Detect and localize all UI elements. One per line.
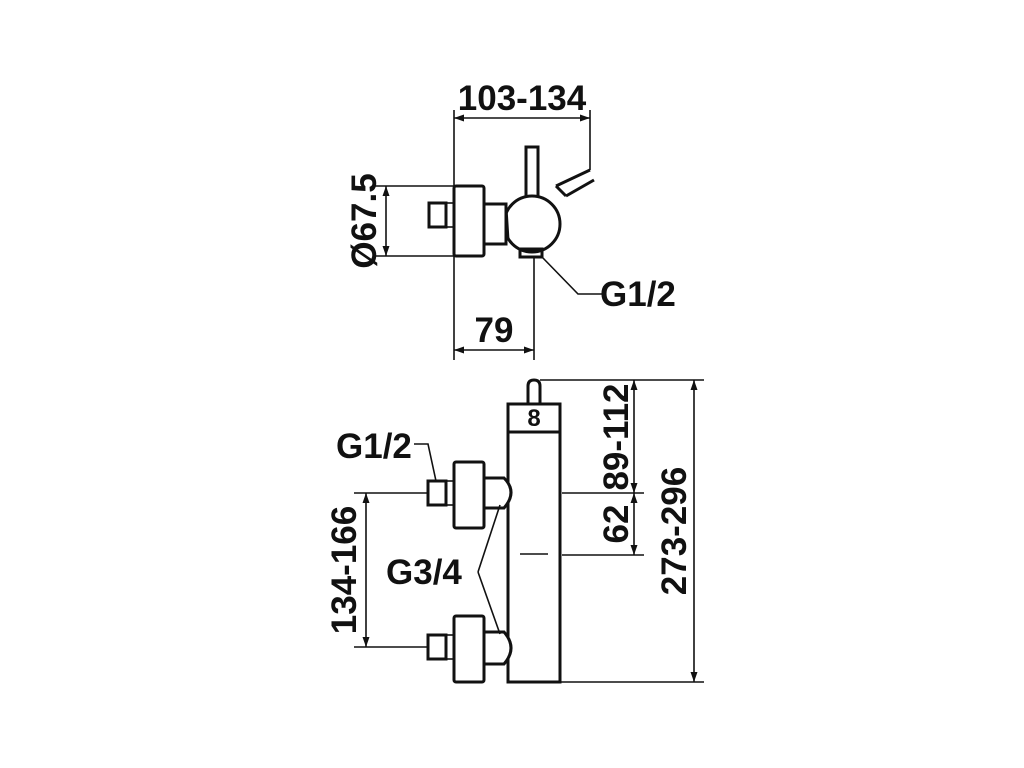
upper-flange <box>452 460 486 530</box>
center-distance-label: 134-166 <box>325 506 364 634</box>
top-handle <box>526 378 542 404</box>
lower-height-label: 62 <box>597 505 636 544</box>
total-height-label: 273-296 <box>655 467 694 595</box>
outlet-thread <box>518 247 544 259</box>
dial-number: 8 <box>527 405 540 432</box>
lever-handle <box>524 145 540 199</box>
upper-connector <box>482 476 513 510</box>
diameter-dimension-label: Ø67.5 <box>345 173 384 268</box>
lower-connector <box>482 630 513 666</box>
front-view: 8 G1/2 G3/4 134-166 89-112 <box>325 378 704 684</box>
width-dimension-label: 103-134 <box>458 79 587 118</box>
outlet-leader <box>541 256 602 295</box>
lower-flange <box>452 614 486 684</box>
connection-thread-label: G3/4 <box>386 553 462 592</box>
top-view: 103-134 Ø67.5 G1/2 79 <box>345 79 676 360</box>
inlet-thread-label: G1/2 <box>336 427 412 466</box>
upper-inlet-thread <box>426 479 448 507</box>
mixer-body <box>506 402 562 684</box>
wall-flange <box>452 184 486 258</box>
upper-height-label: 89-112 <box>597 383 636 490</box>
outlet-thread-label: G1/2 <box>600 275 676 314</box>
inlet-leader <box>414 443 437 482</box>
lower-inlet-thread <box>426 633 448 661</box>
body-circle <box>502 194 562 254</box>
inlet-thread <box>427 201 448 229</box>
depth-dimension-label: 79 <box>475 311 514 350</box>
